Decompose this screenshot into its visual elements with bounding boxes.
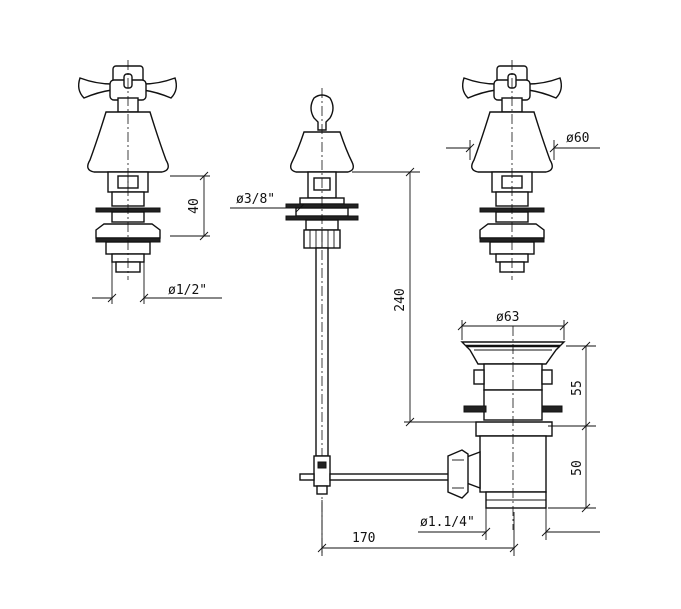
- right-tap-diameter-label: ø60: [566, 131, 589, 146]
- waste-nut: [475, 421, 553, 437]
- rod-clamp: [313, 455, 331, 487]
- right-tap: ø60: [446, 60, 600, 280]
- left-tap-height-dimension: 40: [170, 171, 210, 241]
- pop-up-height-dimension: 240: [352, 167, 476, 427]
- waste-lower-height-dimension: 50: [548, 426, 596, 513]
- waste-upper-height-dimension: 55: [548, 341, 596, 431]
- left-tap: 40 ø1/2": [77, 60, 222, 304]
- waste-washer: [463, 405, 487, 413]
- spout-thread-dimension: ø3/8": [230, 192, 305, 213]
- waste-diameter-label: ø63: [496, 310, 519, 325]
- waste-thread-dimension: ø1.1/4": [418, 508, 600, 540]
- waste-upper-height-label: 55: [570, 380, 585, 396]
- pop-up-rod: [315, 247, 329, 457]
- left-tap-thread-label: ø1/2": [168, 283, 207, 298]
- center-spout: ø3/8" 240: [230, 88, 476, 556]
- horizontal-lift-rod: [329, 473, 451, 481]
- rod-length-label: 170: [352, 531, 375, 546]
- left-tap-height-label: 40: [187, 198, 202, 214]
- waste-lift-connector: [447, 449, 469, 499]
- waste-thread-label: ø1.1/4": [420, 515, 475, 530]
- pop-up-waste: ø63 55 50 ø1.1/4": [418, 310, 600, 540]
- left-tap-thread-dimension: ø1/2": [92, 262, 222, 304]
- spout-thread-label: ø3/8": [236, 192, 275, 207]
- waste-lower-height-label: 50: [570, 460, 585, 476]
- pop-up-height-label: 240: [393, 288, 408, 311]
- waste-diameter-dimension: ø63: [457, 310, 569, 340]
- left-tap-cross-handle: [77, 65, 178, 113]
- right-tap-diameter-dimension: ø60: [446, 131, 600, 160]
- rod-length-dimension: 170: [317, 500, 519, 556]
